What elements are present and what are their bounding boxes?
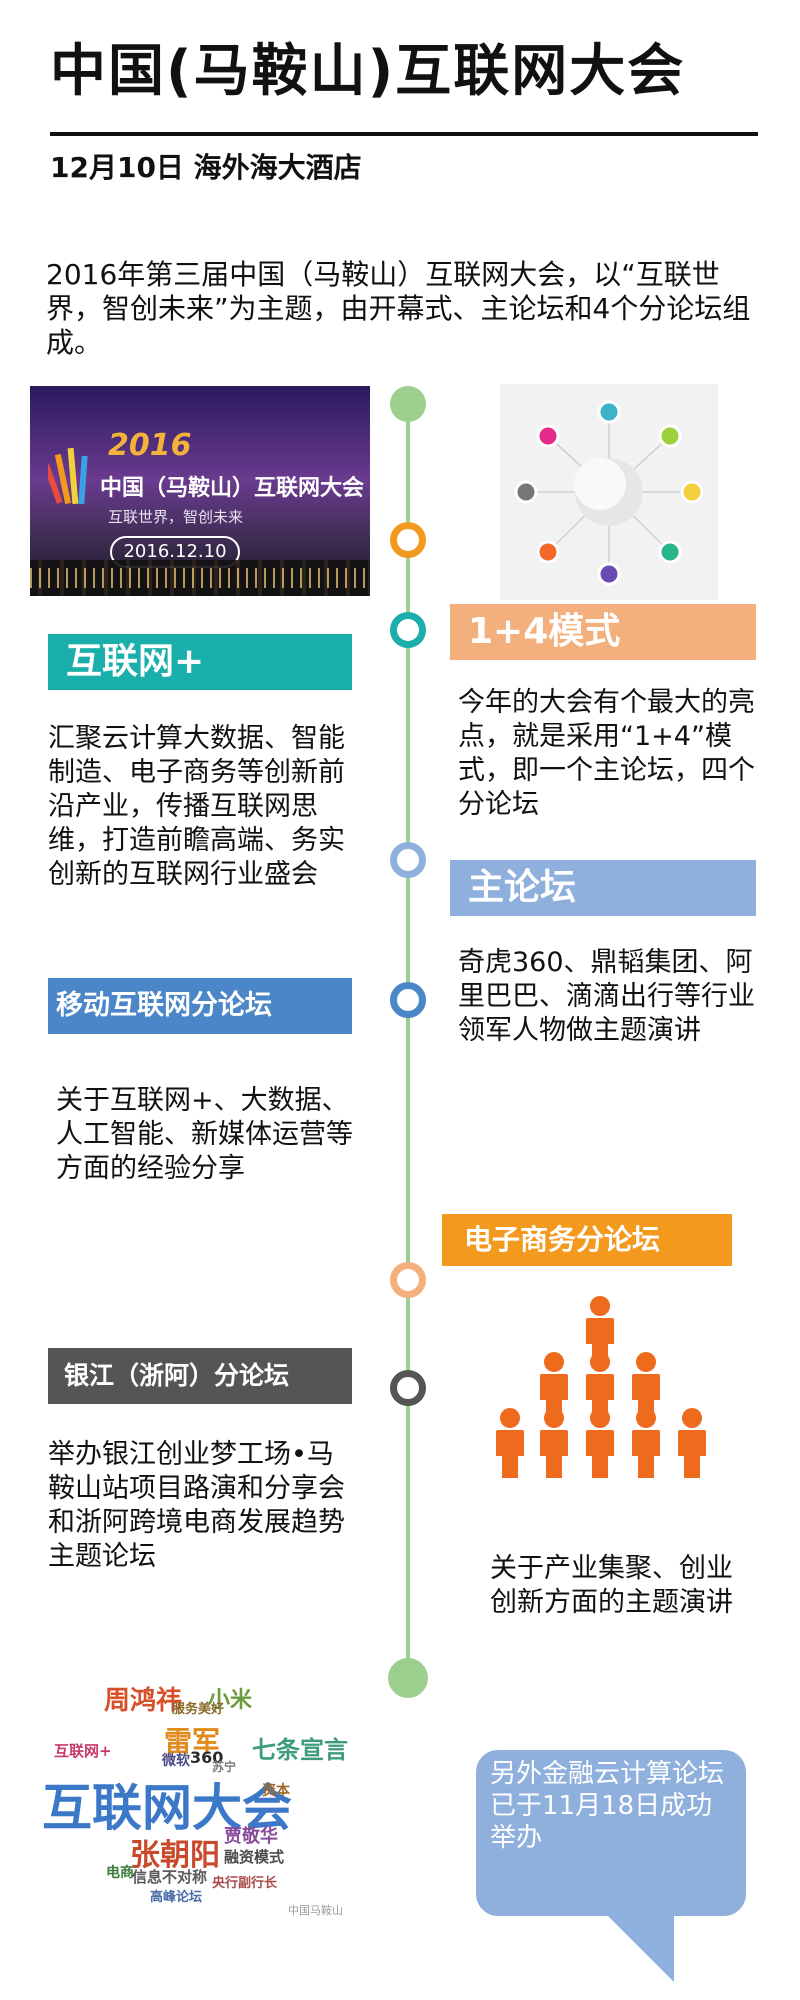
word-cloud-word: 高峰论坛	[150, 1890, 203, 1905]
network-globe-image	[500, 384, 718, 600]
section-text-yinjiang-forum: 举办银江创业梦工场•马鞍山站项目路演和分享会和浙阿跨境电商发展趋势主题论坛	[48, 1439, 345, 1572]
section-label-yinjiang-forum: 银江（浙阿）分论坛	[48, 1348, 352, 1404]
word-cloud-word: 央行副行长	[212, 1876, 278, 1891]
section-label-main-forum: 主论坛	[450, 860, 756, 916]
word-cloud-word: 小米	[208, 1688, 253, 1713]
word-cloud-word: 360	[190, 1748, 224, 1767]
section-text-mobile-forum: 关于互联网+、大数据、人工智能、新媒体运营等方面的经验分享	[56, 1085, 353, 1184]
word-cloud-word: 贾敬华	[224, 1826, 278, 1847]
page-title: 中国(马鞍山)互联网大会	[50, 39, 686, 104]
section-label-mobile-forum: 移动互联网分论坛	[48, 978, 352, 1034]
word-cloud-word: 苏宁	[212, 1760, 237, 1774]
timeline-dot	[390, 386, 426, 422]
word-cloud-word: 资本	[262, 1783, 290, 1799]
event-banner-image: 2016 中国（马鞍山）互联网大会 互联世界，智创未来 2016.12.10	[30, 386, 370, 596]
word-cloud-word: 互联网+	[54, 1742, 112, 1760]
event-date-venue: 12月10日 海外海大酒店	[50, 151, 362, 184]
title-divider	[50, 132, 758, 136]
word-cloud-word: 信息不对称	[132, 1868, 208, 1886]
section-text-one-plus-four: 今年的大会有个最大的亮点，就是采用“1+4”模式，即一个主论坛，四个分论坛	[458, 687, 755, 820]
banner-slogan: 互联世界，智创未来	[108, 508, 244, 526]
speech-bubble-tail	[604, 1912, 674, 1982]
section-label-ecommerce-forum: 电子商务分论坛	[442, 1214, 732, 1266]
word-cloud-word: 雷军	[164, 1725, 221, 1758]
section-label-internet-plus: 互联网+	[48, 634, 352, 690]
word-cloud-watermark: 中国马鞍山	[288, 1904, 343, 1917]
banner-event-name: 中国（马鞍山）互联网大会	[100, 476, 365, 501]
word-cloud-main-word: 互联网大会	[42, 1779, 292, 1837]
section-text-ecommerce-forum: 关于产业集聚、创业创新方面的主题演讲	[490, 1553, 733, 1618]
timeline-line	[406, 402, 410, 1692]
word-cloud-word: 融资模式	[224, 1848, 285, 1866]
section-text-main-forum: 奇虎360、鼎韬集团、阿里巴巴、滴滴出行等行业领军人物做主题演讲	[458, 947, 755, 1046]
timeline-dot	[390, 982, 426, 1018]
intro-paragraph: 2016年第三届中国（马鞍山）互联网大会，以“互联世界，智创未来”为主题，由开幕…	[46, 258, 751, 359]
banner-year: 2016	[108, 428, 192, 463]
globe-network-icon	[514, 400, 704, 586]
word-cloud-word: 张朝阳	[130, 1838, 220, 1873]
word-cloud-word: 电商	[106, 1865, 134, 1881]
timeline-dot	[390, 842, 426, 878]
section-text-internet-plus: 汇聚云计算大数据、智能制造、电子商务等创新前沿产业，传播互联网思维，打造前瞻高端…	[48, 723, 345, 890]
timeline-dot	[390, 522, 426, 558]
word-cloud-image: 互联网大会 张朝阳 雷军 周鸿祎 小米 贾敬华 融资模式 信息不对称 七条宣言 …	[12, 1640, 374, 1930]
conference-logo-icon	[48, 447, 88, 505]
section-label-one-plus-four: 1+4模式	[450, 604, 756, 660]
timeline-dot	[390, 612, 426, 648]
timeline-dot	[390, 1262, 426, 1298]
timeline-dot	[388, 1658, 428, 1698]
word-cloud-word: 微软	[162, 1753, 190, 1769]
word-cloud-word: 周鸿祎	[104, 1686, 183, 1716]
city-lights	[30, 568, 370, 588]
note-speech-bubble: 另外金融云计算论坛已于11月18日成功举办	[476, 1750, 746, 1916]
people-pyramid-icon	[496, 1296, 706, 1478]
word-cloud-word: 七条宣言	[252, 1736, 348, 1764]
timeline-dot	[390, 1370, 426, 1406]
word-cloud-word: 服务美好	[172, 1702, 225, 1717]
